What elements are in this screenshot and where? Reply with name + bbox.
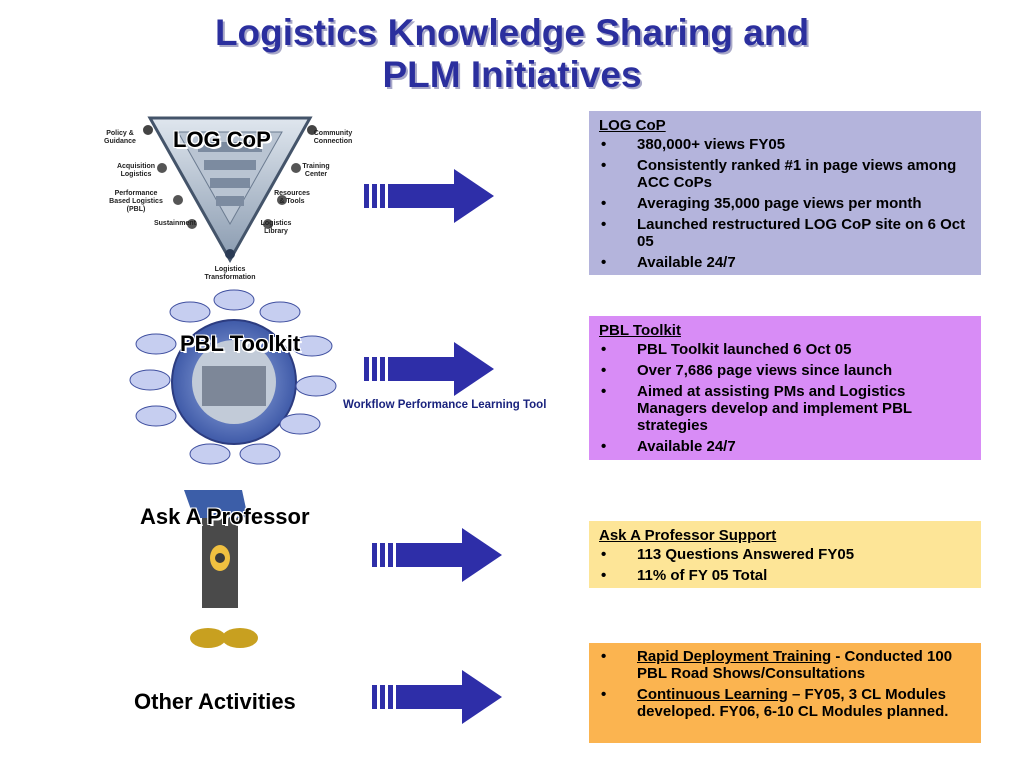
logcop-node-bottom: Logistics Transformation	[204, 266, 256, 281]
other-item-text: – FY05, 3 CL Modules developed. FY06, 6-…	[637, 686, 949, 720]
list-item: Available 24/7	[599, 254, 971, 271]
logcop-node-left-3: Performance Based Logistics (PBL)	[109, 190, 163, 213]
arrow-pbl	[364, 342, 494, 396]
other-item-lead: Continuous Learning	[637, 686, 788, 703]
logcop-node-left-4: Sustainment	[153, 220, 196, 227]
page-title: Logistics Knowledge Sharing and PLM Init…	[0, 12, 1024, 96]
list-item: 113 Questions Answered FY05	[599, 546, 971, 563]
logcop-label: LOG CoP	[173, 127, 271, 152]
pbl-bullet-list: PBL Toolkit launched 6 Oct 05 Over 7,686…	[599, 341, 971, 455]
list-item: Over 7,686 page views since launch	[599, 362, 971, 379]
professor-graphic	[184, 490, 258, 648]
other-bullet-list: Rapid Deployment Training - Conducted 10…	[599, 648, 971, 720]
list-item: PBL Toolkit launched 6 Oct 05	[599, 341, 971, 358]
logcop-node-right-1: Community Connection	[313, 130, 353, 145]
list-item: Continuous Learning – FY05, 3 CL Modules…	[599, 686, 971, 720]
list-item: Aimed at assisting PMs and Logistics Man…	[599, 383, 971, 434]
arrow-logcop	[364, 169, 494, 223]
ask-label: Ask A Professor	[140, 504, 310, 529]
title-line-2: PLM Initiatives	[382, 54, 642, 95]
pbl-box-header: PBL Toolkit	[599, 322, 681, 339]
list-item: Consistently ranked #1 in page views amo…	[599, 157, 971, 191]
title-line-1: Logistics Knowledge Sharing and	[214, 12, 810, 53]
list-item: Averaging 35,000 page views per month	[599, 195, 971, 212]
ask-bullet-list: 113 Questions Answered FY05 11% of FY 05…	[599, 546, 971, 584]
logcop-bullet-list: 380,000+ views FY05 Consistently ranked …	[599, 136, 971, 271]
pbl-box: PBL Toolkit PBL Toolkit launched 6 Oct 0…	[589, 316, 981, 460]
other-item-lead: Rapid Deployment Training	[637, 648, 832, 665]
logcop-node-right-2: Training Center	[302, 163, 330, 178]
list-item: Rapid Deployment Training - Conducted 10…	[599, 648, 971, 682]
list-item: 11% of FY 05 Total	[599, 567, 971, 584]
arrow-other	[372, 670, 502, 724]
arrow-ask	[372, 528, 502, 582]
logcop-node-left-2: Acquisition Logistics	[116, 163, 156, 178]
pbl-diagram	[129, 289, 337, 465]
other-item-text: - Conducted 100 PBL Road Shows/Consultat…	[637, 648, 953, 682]
ask-box: Ask A Professor Support 113 Questions An…	[589, 521, 981, 588]
logcop-diagram	[143, 116, 317, 264]
other-label: Other Activities	[134, 689, 296, 714]
logcop-box-header: LOG CoP	[599, 117, 666, 134]
logcop-node-right-4: Logistics Library	[260, 220, 292, 235]
list-item: Available 24/7	[599, 438, 971, 455]
list-item: Launched restructured LOG CoP site on 6 …	[599, 216, 971, 250]
list-item: 380,000+ views FY05	[599, 136, 971, 153]
logcop-node-right-3: Resources & Tools	[274, 190, 310, 205]
pbl-label: PBL Toolkit	[180, 331, 301, 356]
logcop-box: LOG CoP 380,000+ views FY05 Consistently…	[589, 111, 981, 275]
other-box: Rapid Deployment Training - Conducted 10…	[589, 643, 981, 743]
logcop-node-left-1: Policy & Guidance	[104, 130, 136, 145]
pbl-caption: Workflow Performance Learning Tool	[343, 399, 547, 411]
ask-box-header: Ask A Professor Support	[599, 527, 777, 544]
